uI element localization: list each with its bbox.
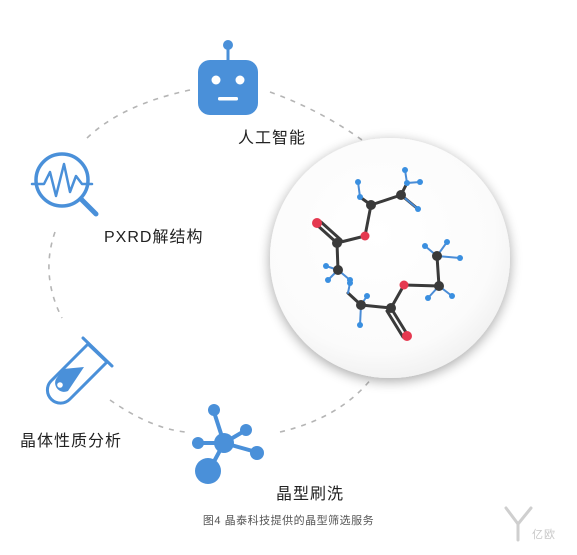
dashed-arc-bottom-right	[279, 377, 373, 433]
magnifier-chart-icon	[30, 152, 99, 217]
figure-caption: 图4 晶泰科技提供的晶型筛选服务	[202, 515, 375, 527]
test-tube-icon	[45, 336, 114, 405]
molecule-network-icon	[192, 404, 264, 484]
label-pxrd: PXRD解结构	[104, 229, 204, 246]
yiou-logo-icon	[504, 506, 533, 542]
molecule-structure-icon	[312, 167, 463, 341]
center-molecule-disc	[270, 138, 510, 378]
dashed-cycle-ring	[48, 89, 373, 433]
dashed-arc-left-middle	[48, 231, 63, 319]
dashed-arc-top-right	[269, 91, 363, 141]
label-solid-analysis: 晶体性质分析	[20, 433, 123, 450]
label-screen: 晶型刷洗	[276, 486, 345, 503]
dashed-arc-left-upper	[84, 89, 191, 141]
dashed-arc-left-lower	[109, 399, 186, 433]
robot-icon	[198, 40, 258, 115]
watermark-text: 亿欧	[532, 529, 556, 541]
label-ai: 人工智能	[238, 130, 307, 147]
